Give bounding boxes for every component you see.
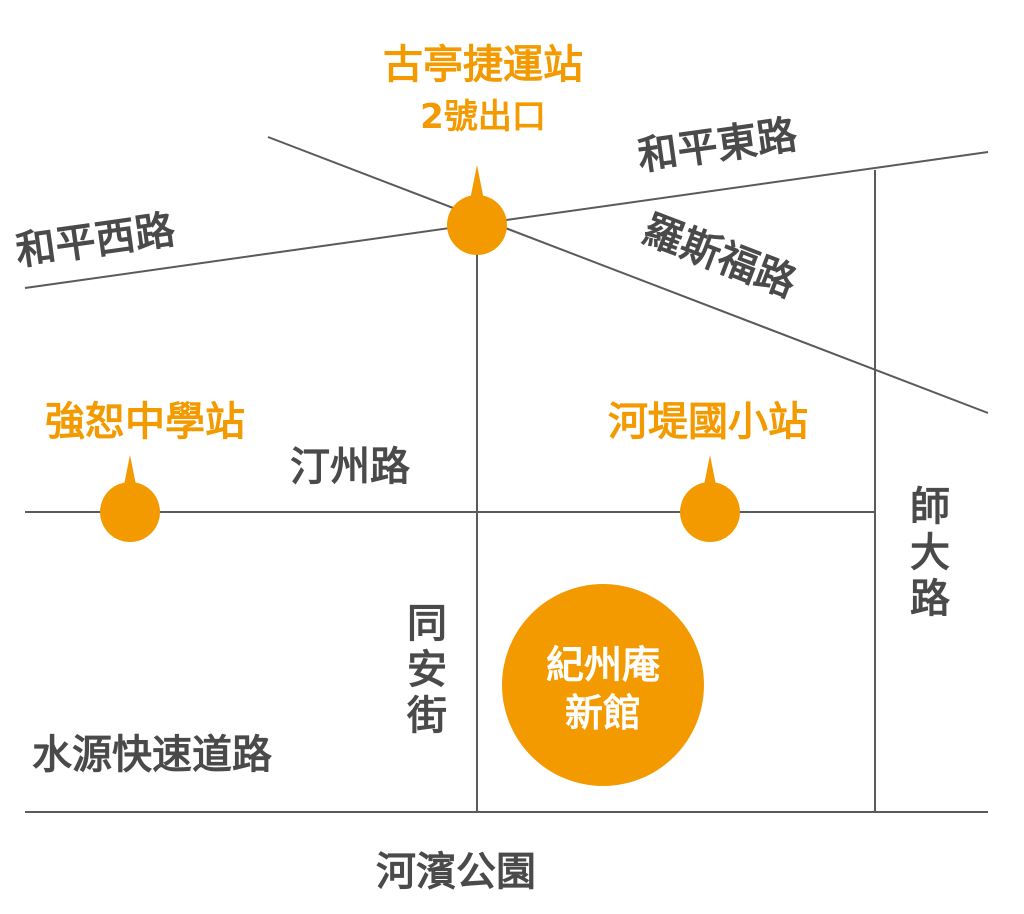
- guting-exit-label: 2號出口: [420, 97, 546, 137]
- station-marker-qiangshu[interactable]: [100, 455, 160, 542]
- heping-east-road-label: 和平東路: [635, 112, 801, 180]
- svg-text:安: 安: [407, 647, 447, 693]
- svg-text:街: 街: [406, 693, 447, 739]
- destination-label-line1: 紀州庵: [546, 643, 661, 687]
- svg-text:大: 大: [910, 530, 950, 576]
- svg-text:同: 同: [407, 601, 447, 647]
- tongan-street-label: 同 安 街: [406, 601, 447, 739]
- destination-marker[interactable]: [502, 584, 704, 786]
- riverside-park-label: 河濱公園: [376, 849, 536, 895]
- station-marker-hedi[interactable]: [680, 455, 740, 542]
- shida-road-label: 師 大 路: [910, 484, 951, 622]
- shuiyuan-expressway-label: 水源快速道路: [32, 732, 273, 778]
- station-marker-guting[interactable]: [447, 165, 507, 255]
- tingzhou-road-label: 汀州路: [290, 444, 411, 490]
- qiangshu-station-label: 強恕中學站: [45, 399, 245, 445]
- roosevelt-road-line: [267, 136, 989, 414]
- svg-text:路: 路: [910, 576, 951, 622]
- roosevelt-road-label: 羅斯福路: [636, 206, 803, 307]
- svg-text:師: 師: [910, 484, 950, 530]
- destination-label-line2: 新館: [565, 691, 641, 735]
- heping-west-road-label: 和平西路: [13, 207, 179, 275]
- guting-station-label: 古亭捷運站: [383, 42, 583, 88]
- hedi-station-label: 河堤國小站: [608, 399, 808, 445]
